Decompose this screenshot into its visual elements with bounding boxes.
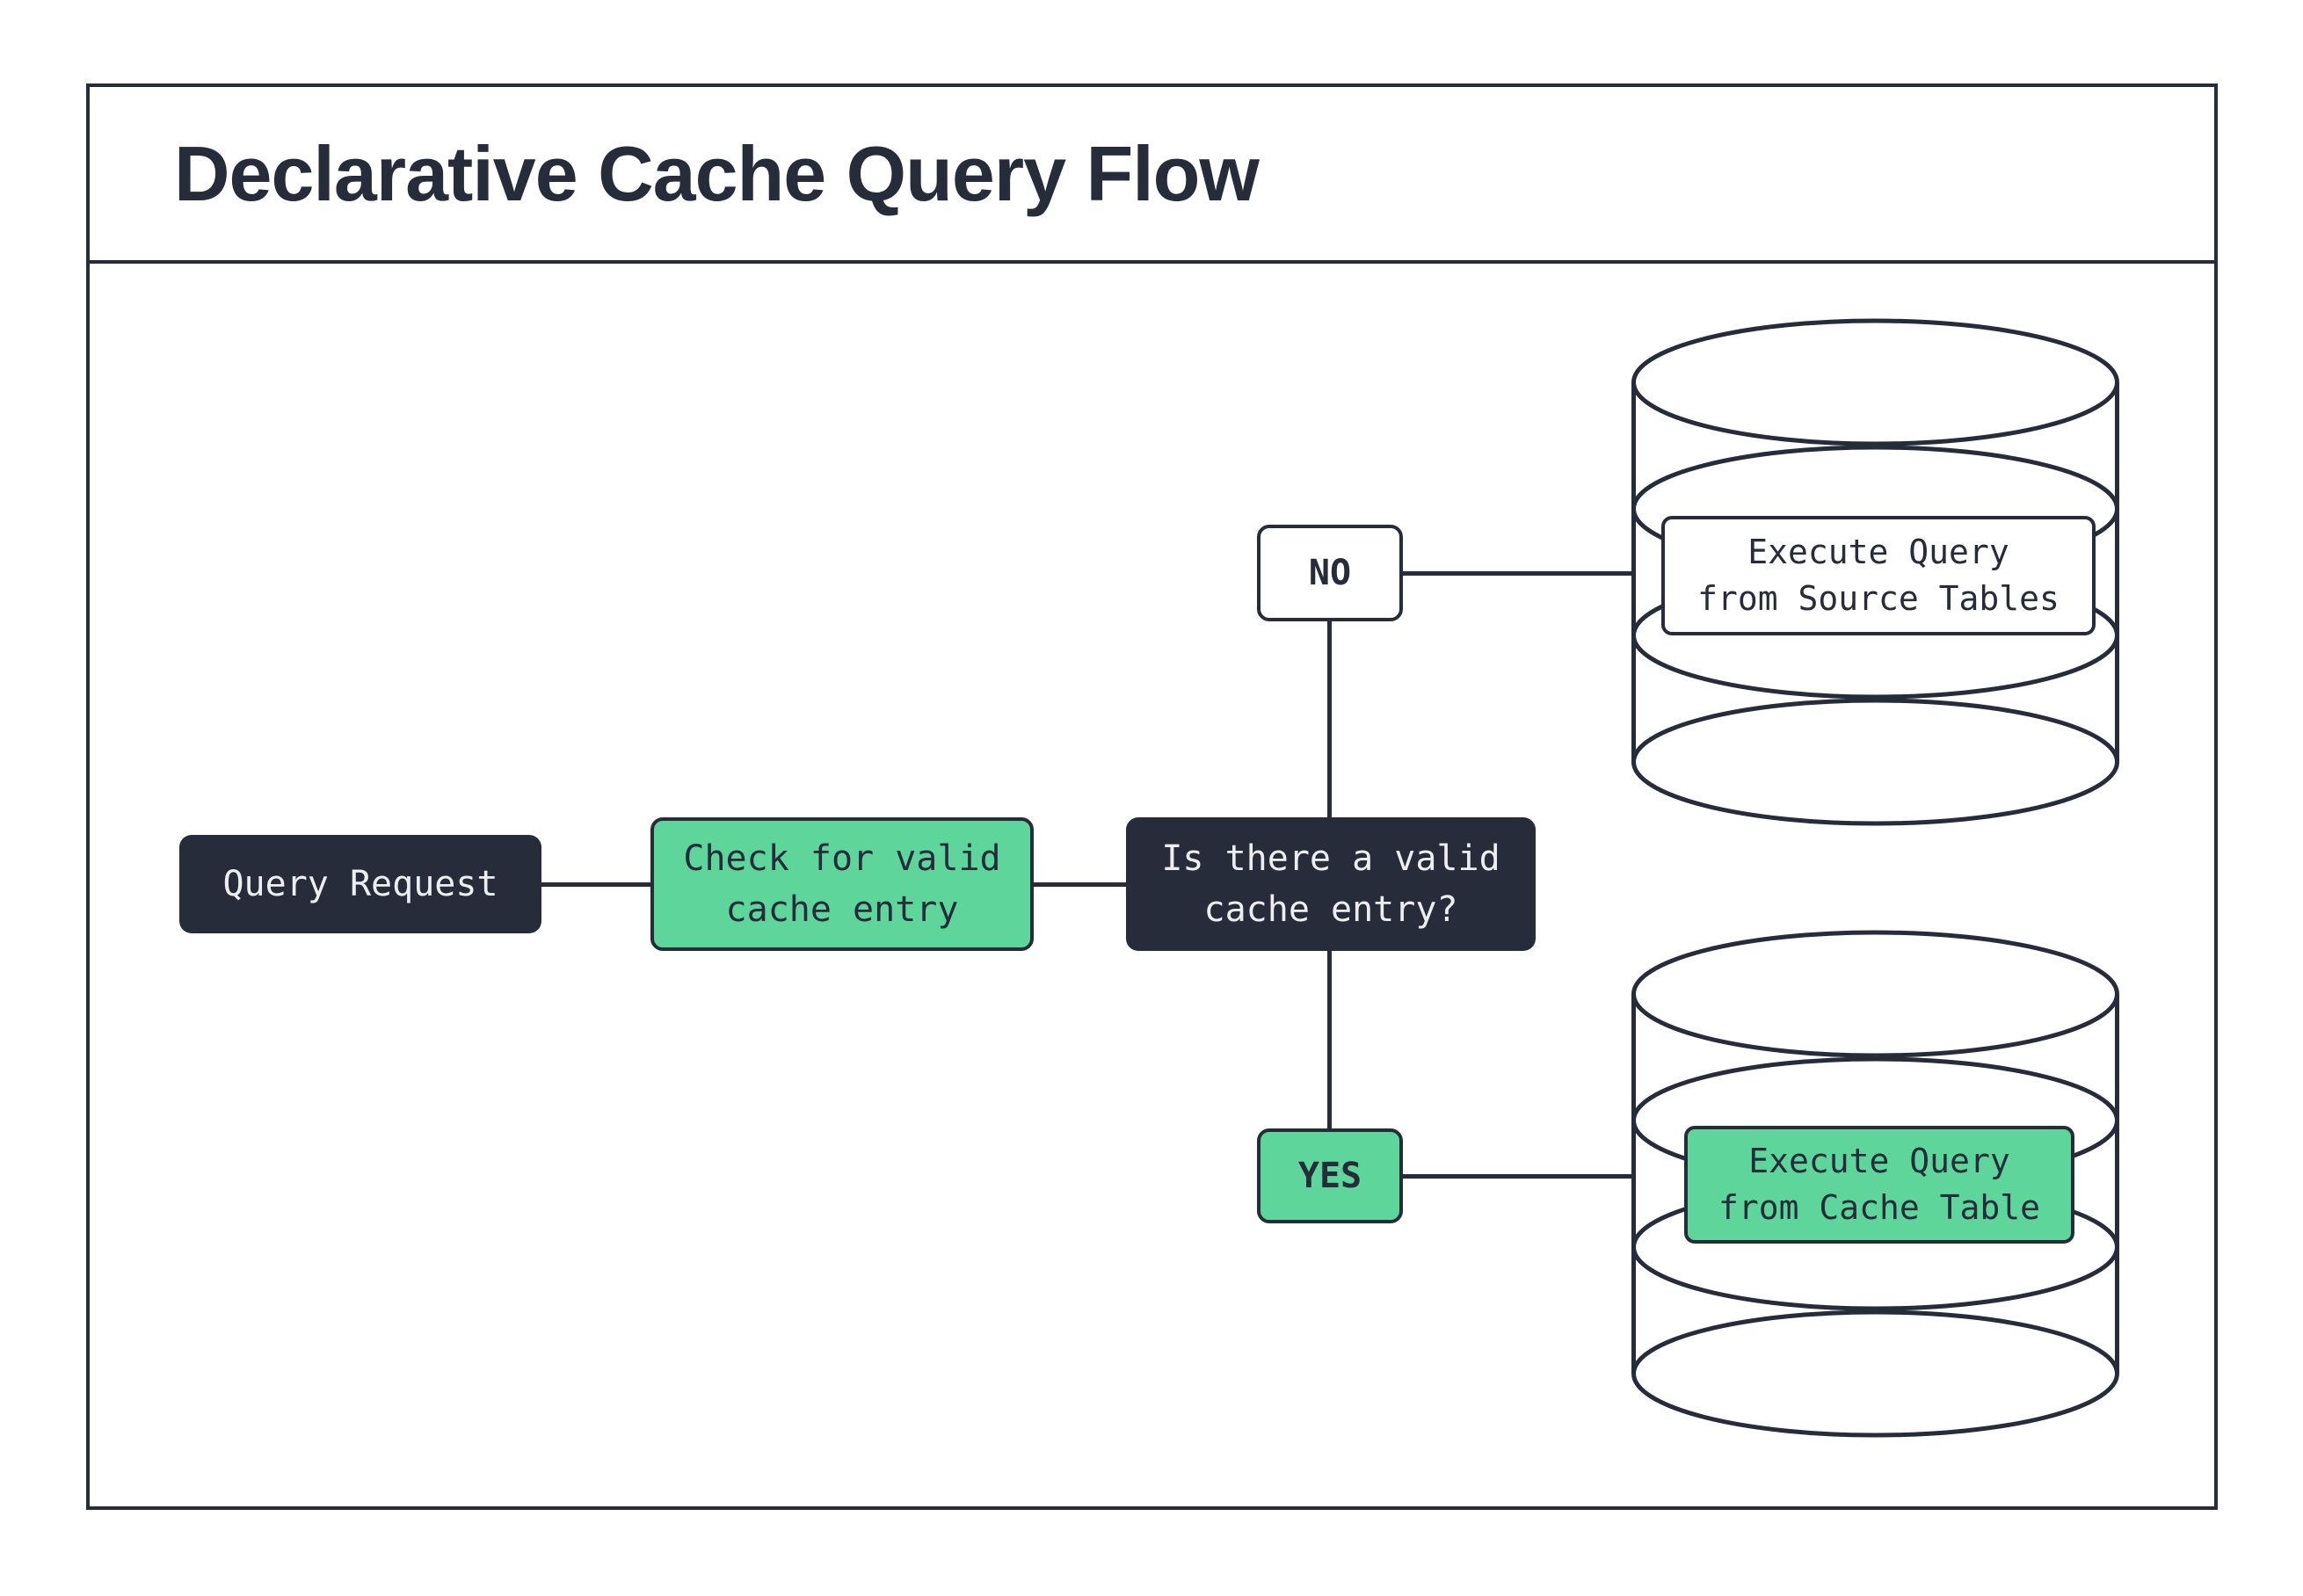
connector-query-to-check <box>524 882 652 887</box>
node-check-cache: Check for valid cache entry <box>650 817 1034 951</box>
title-bar: Declarative Cache Query Flow <box>90 87 2214 264</box>
connector-no-to-source-db <box>1401 571 1632 576</box>
node-execute-source-tables: Execute Query from Source Tables <box>1661 516 2096 635</box>
connector-yes-to-cache-db <box>1401 1174 1632 1179</box>
node-query-request: Query Request <box>179 835 541 933</box>
connector-decision-to-no <box>1327 620 1332 819</box>
node-branch-yes: YES <box>1257 1128 1403 1223</box>
connector-decision-to-yes <box>1327 949 1332 1130</box>
page-title: Declarative Cache Query Flow <box>174 129 1260 217</box>
node-execute-cache-table: Execute Query from Cache Table <box>1684 1126 2074 1244</box>
node-decision-valid-cache: Is there a valid cache entry? <box>1126 817 1536 951</box>
node-branch-no: NO <box>1257 525 1403 621</box>
connector-check-to-decision <box>1032 882 1128 887</box>
